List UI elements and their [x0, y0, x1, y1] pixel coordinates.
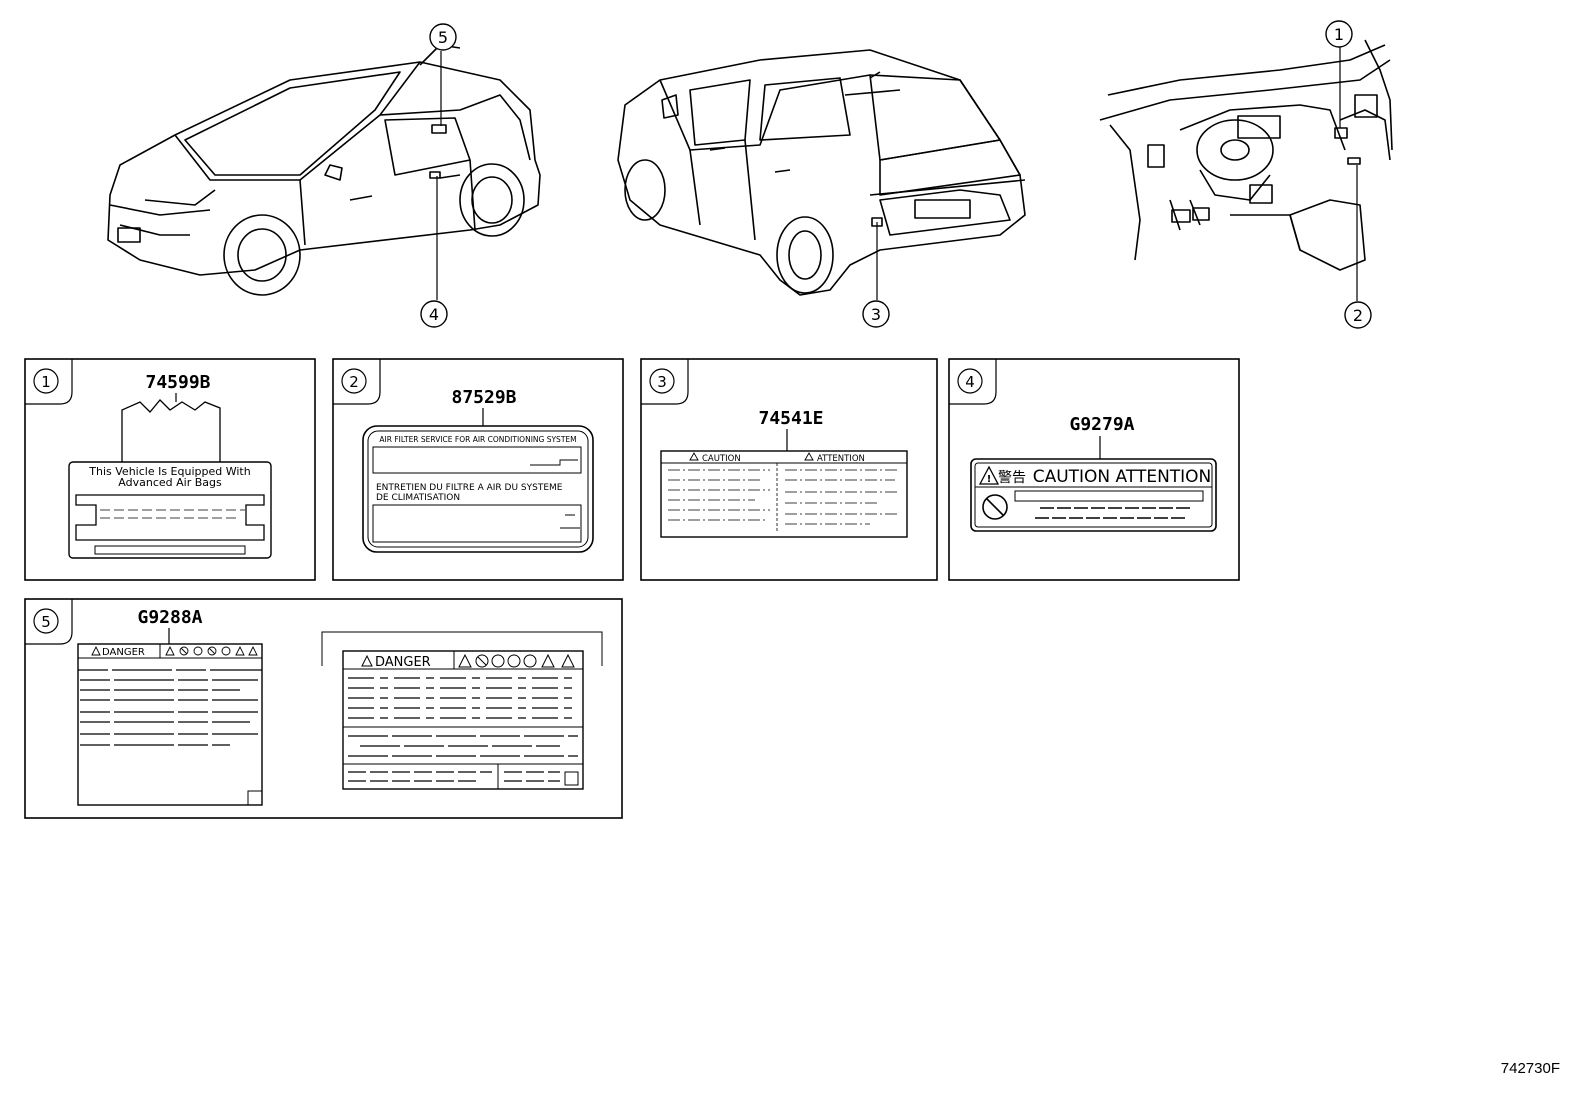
svg-text:3: 3: [871, 305, 881, 324]
panel-5-number: 5: [41, 613, 51, 631]
label-panel-1: 1 74599B This Vehicle Is Equipped With A…: [24, 358, 316, 581]
panel-3-attention: ATTENTION: [817, 454, 865, 464]
panel-4-part-number: G9279A: [1069, 414, 1134, 435]
car-rear-view: [617, 49, 1026, 296]
warning-triangle-icon: [978, 465, 1000, 485]
panel-2-text-french-1: ENTRETIEN DU FILTRE A AIR DU SYSTEME: [376, 483, 563, 493]
label-panel-3: 3 74541E CAUTION ATTENTION: [640, 358, 938, 581]
panel-1-text-line-1: This Vehicle Is Equipped With: [88, 465, 250, 478]
dashboard-view: [1099, 39, 1393, 271]
svg-text:4: 4: [429, 305, 439, 324]
panel-2-number: 2: [349, 373, 359, 391]
callout-3: 3: [862, 300, 890, 328]
callout-4: 4: [420, 300, 448, 328]
label-panel-2: 2 87529B AIR FILTER SERVICE FOR AIR COND…: [332, 358, 624, 581]
panel-1-number: 1: [41, 373, 51, 391]
panel-1-part-number: 74599B: [145, 372, 210, 393]
panel-2-text-french-2: DE CLIMATISATION: [376, 493, 460, 503]
panel-5-danger-large: DANGER: [375, 655, 431, 670]
panel-5-part-number: G9288A: [137, 607, 202, 628]
prohibition-icon: [982, 494, 1008, 520]
panel-3-caution: CAUTION: [702, 454, 741, 464]
callout-2: 2: [1344, 301, 1372, 329]
svg-text:2: 2: [1353, 306, 1363, 325]
panel-2-part-number: 87529B: [451, 387, 516, 408]
svg-text:1: 1: [1334, 25, 1344, 44]
panel-1-text-line-2: Advanced Air Bags: [118, 476, 222, 489]
panel-2-text-english: AIR FILTER SERVICE FOR AIR CONDITIONING …: [379, 435, 576, 444]
panel-4-kanji: 警告: [998, 470, 1026, 486]
panel-5-danger-small: DANGER: [102, 647, 145, 658]
document-id: 742730F: [1500, 1060, 1560, 1077]
panel-4-number: 4: [965, 373, 975, 391]
label-panel-5: 5 G9288A DANGER DANGER: [24, 598, 623, 819]
label-panel-4: 4 G9279A ! 警告 CAUTION ATTENTION: [948, 358, 1240, 581]
car-front-view: [107, 44, 541, 296]
panel-4-title: CAUTION ATTENTION: [1033, 467, 1212, 487]
svg-text:5: 5: [438, 28, 448, 47]
panel-3-part-number: 74541E: [758, 408, 823, 429]
callout-leaders: [436, 47, 1358, 301]
callout-5: 5: [429, 23, 457, 51]
callout-1: 1: [1325, 20, 1353, 48]
panel-3-number: 3: [657, 373, 667, 391]
hazard-symbols-large: [458, 653, 575, 668]
svg-text:!: !: [987, 474, 992, 485]
hazard-symbols-small: [165, 645, 258, 656]
